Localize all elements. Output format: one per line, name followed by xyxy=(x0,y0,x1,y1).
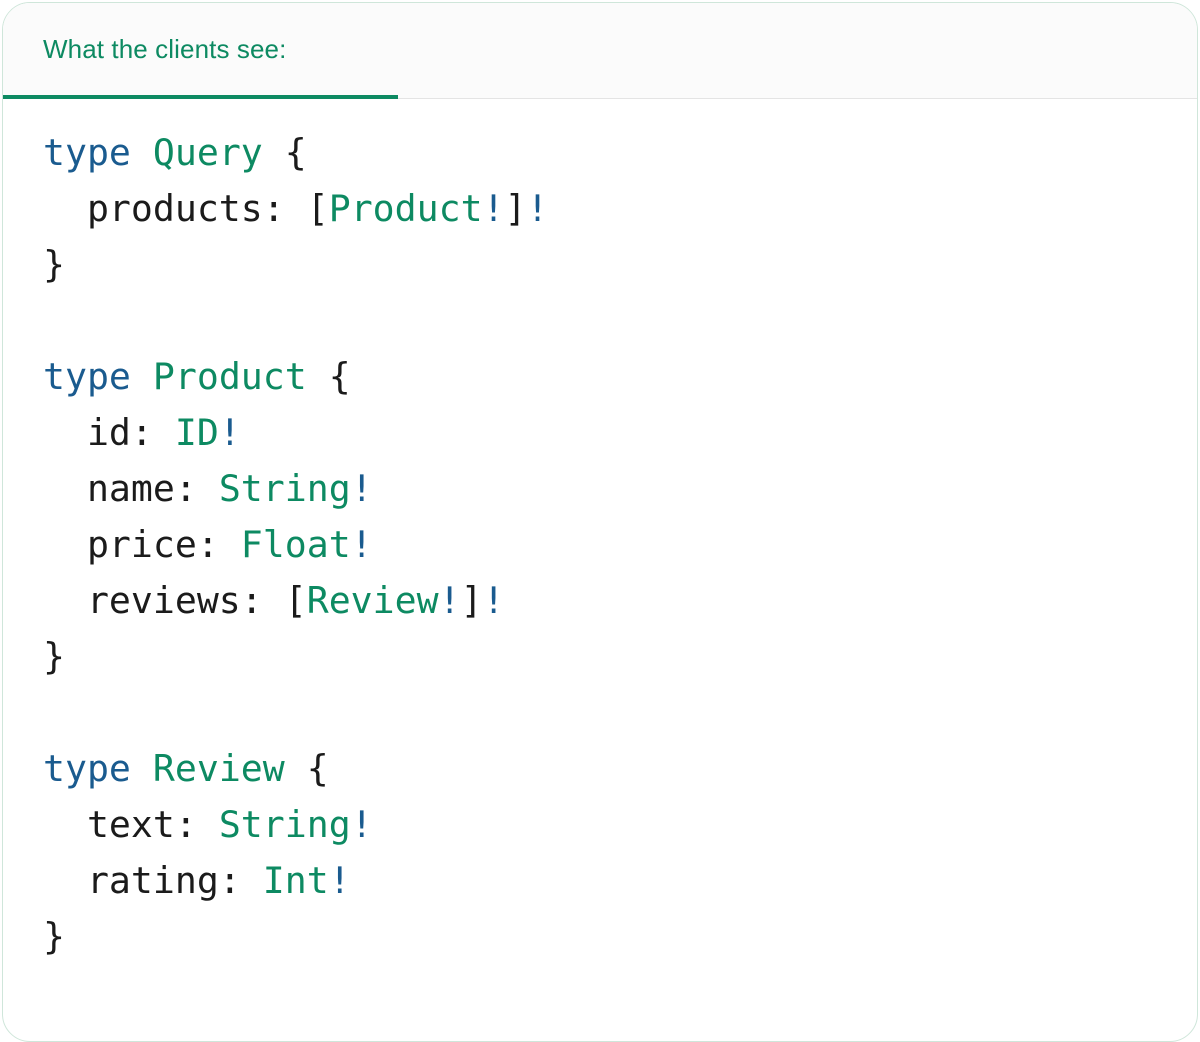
tab-strip: What the clients see: xyxy=(3,3,1197,99)
code-body: type Query { products: [Product!]! } typ… xyxy=(3,99,1197,965)
tab-label: What the clients see: xyxy=(43,33,287,64)
tab-what-the-clients-see[interactable]: What the clients see: xyxy=(3,3,398,99)
graphql-schema-code[interactable]: type Query { products: [Product!]! } typ… xyxy=(43,131,549,958)
